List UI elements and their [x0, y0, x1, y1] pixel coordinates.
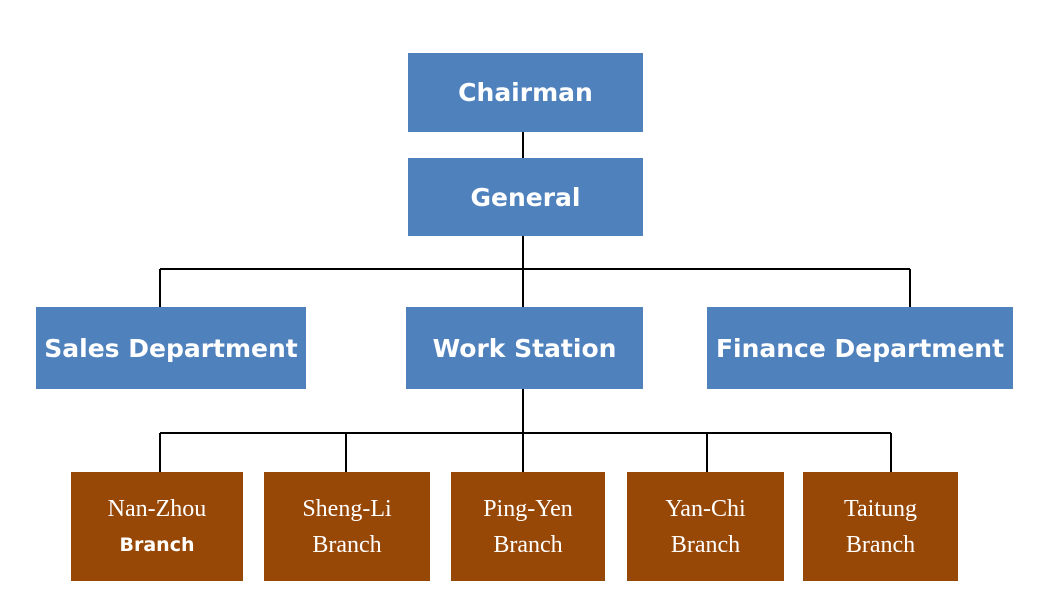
node-label: Finance Department: [715, 333, 1005, 363]
branch-suffix: Branch: [493, 531, 563, 558]
branch-name: Sheng-Li: [302, 495, 392, 522]
branch-name: Ping-Yen: [483, 495, 573, 522]
branch-suffix: Branch: [670, 531, 741, 558]
node-branch-sheng-li: Sheng-Li Branch: [264, 472, 430, 581]
node-label: General: [470, 182, 581, 212]
branch-suffix: Branch: [845, 531, 916, 558]
node-branch-ping-yen: Ping-Yen Branch: [451, 472, 605, 581]
branch-suffix: Branch: [119, 533, 195, 556]
node-branch-yan-chi: Yan-Chi Branch: [627, 472, 784, 581]
branch-name: Yan-Chi: [665, 495, 746, 522]
node-label: Work Station: [432, 333, 617, 363]
node-label: Chairman: [458, 78, 593, 107]
node-branch-nan-zhou: Nan-Zhou Branch: [71, 472, 243, 581]
node-finance-department: Finance Department: [707, 307, 1013, 389]
node-work-station: Work Station: [406, 307, 643, 389]
node-general: General: [408, 158, 643, 236]
branch-name: Taitung: [844, 495, 917, 522]
branch-suffix: Branch: [312, 531, 382, 558]
node-label: Sales Department: [44, 333, 298, 363]
node-sales-department: Sales Department: [36, 307, 306, 389]
node-chairman: Chairman: [408, 53, 643, 132]
node-branch-taitung: Taitung Branch: [803, 472, 958, 581]
branch-name: Nan-Zhou: [107, 495, 207, 522]
